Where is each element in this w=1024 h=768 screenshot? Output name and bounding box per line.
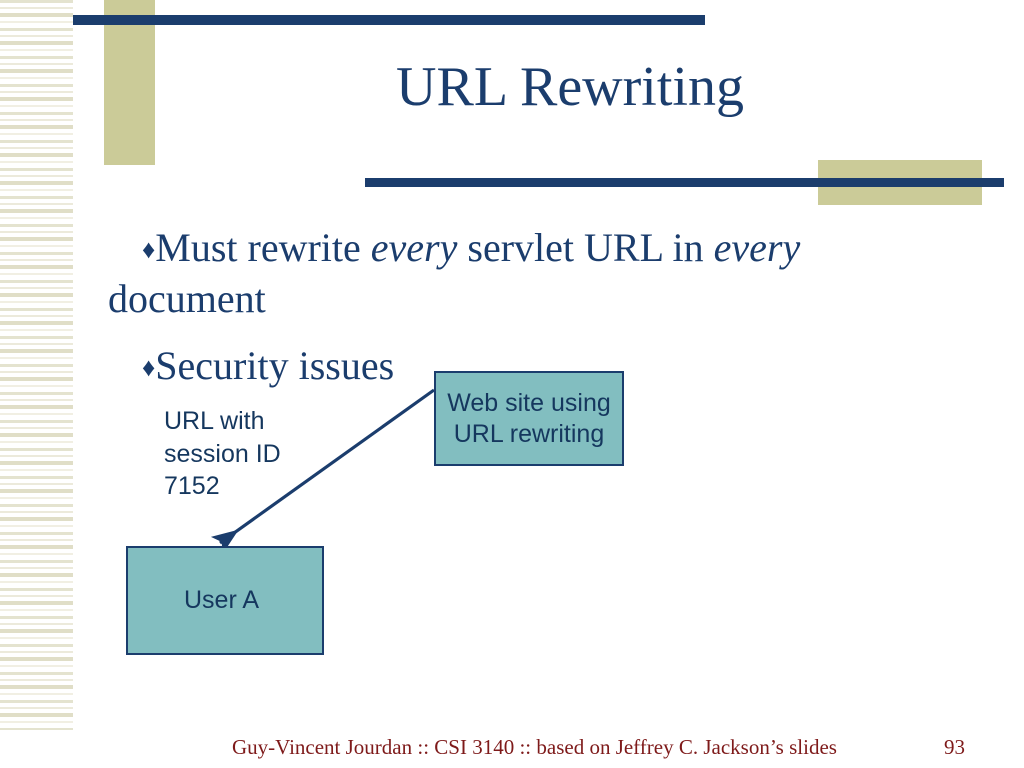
diagram-note-url-session-id: URL with session ID 7152 bbox=[164, 407, 281, 500]
page-title: URL Rewriting bbox=[396, 56, 744, 118]
diamond-bullet-icon: ♦ bbox=[142, 235, 156, 264]
top-navy-bar-decoration bbox=[73, 15, 705, 25]
bullet-item-2-text: Security issues bbox=[155, 343, 395, 389]
khaki-column-decoration bbox=[104, 0, 155, 165]
footer-credit: Guy-Vincent Jourdan :: CSI 3140 :: based… bbox=[232, 735, 837, 759]
bullet-item-1-emphasis-a: every bbox=[370, 225, 458, 270]
title-underline-navy-bar bbox=[365, 178, 1004, 187]
bullet-item-1-text-b: servlet URL in bbox=[457, 225, 714, 270]
bullet-list: ♦Must rewrite every servlet URL in every… bbox=[108, 222, 948, 392]
left-stripe-decoration bbox=[0, 0, 73, 730]
bullet-item-1-text-a: Must rewrite bbox=[155, 225, 371, 270]
bullet-item-2: ♦Security issues bbox=[108, 340, 948, 391]
diagram-box-user-a: User A bbox=[126, 546, 324, 655]
bullet-item-1-emphasis-b: every bbox=[713, 225, 801, 270]
footer-page-number: 93 bbox=[944, 735, 965, 759]
diamond-bullet-icon: ♦ bbox=[142, 353, 156, 383]
diagram-box-website: Web site using URL rewriting bbox=[434, 371, 624, 466]
bullet-item-1-text-c: document bbox=[108, 276, 266, 322]
bullet-item-1: ♦Must rewrite every servlet URL in every… bbox=[108, 222, 948, 324]
